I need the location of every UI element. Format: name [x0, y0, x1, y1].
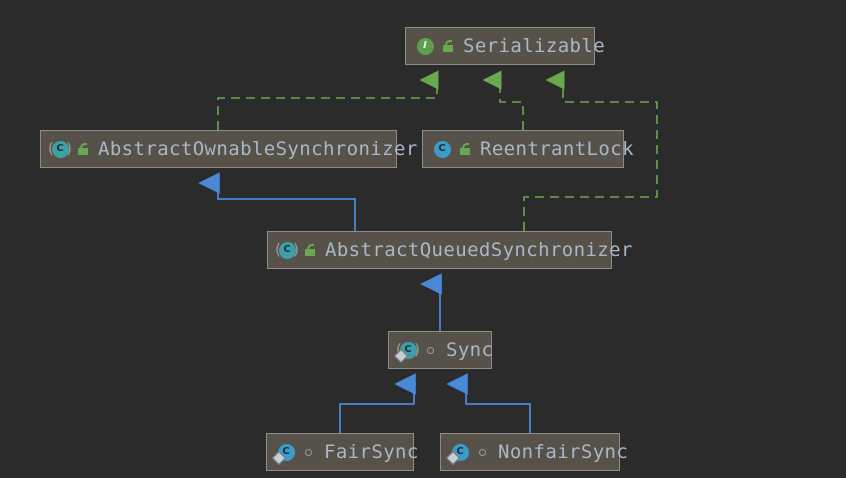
edge-reentrantlock-implements-serializable — [482, 70, 524, 130]
node-label: Serializable — [463, 34, 606, 57]
edge-aos-implements-serializable — [217, 70, 439, 130]
node-abstract-queued-synchronizer[interactable]: ( C ) AbstractQueuedSynchronizer — [267, 231, 632, 269]
abstract-class-icon: ( C ) — [48, 139, 72, 158]
node-label: AbstractQueuedSynchronizer — [325, 238, 633, 261]
node-label: ReentrantLock — [480, 137, 634, 160]
public-lock-icon — [74, 140, 91, 158]
node-abstract-ownable-synchronizer[interactable]: ( C ) AbstractOwnableSynchronizer — [40, 130, 417, 168]
package-private-icon — [474, 443, 491, 461]
inner-class-icon: C — [271, 442, 296, 466]
node-fair-sync[interactable]: C FairSync — [266, 433, 418, 471]
package-private-icon — [422, 341, 439, 359]
node-sync[interactable]: ( C ) Sync — [388, 331, 494, 369]
public-lock-icon — [301, 241, 318, 259]
node-nonfair-sync[interactable]: C NonfairSync — [440, 433, 628, 471]
package-private-icon — [300, 443, 317, 461]
inner-class-icon: C — [445, 442, 470, 466]
node-label: AbstractOwnableSynchronizer — [98, 137, 418, 160]
node-reentrant-lock[interactable]: C ReentrantLock — [422, 130, 634, 168]
edge-fairsync-extends-sync — [339, 373, 416, 433]
edge-aqs-extends-aos — [198, 172, 356, 231]
abstract-class-icon: ( C ) — [275, 240, 299, 259]
interface-icon: I — [415, 36, 435, 56]
node-label: FairSync — [324, 440, 419, 463]
node-serializable[interactable]: I Serializable — [405, 27, 605, 65]
node-label: Sync — [446, 338, 494, 361]
node-label: NonfairSync — [498, 440, 629, 463]
abstract-inner-class-icon: ( C ) — [393, 340, 420, 364]
edge-aqs-implements-serializable — [523, 70, 658, 231]
edge-nonfairsync-extends-sync — [446, 373, 531, 433]
public-lock-icon — [439, 37, 456, 55]
public-lock-icon — [456, 140, 473, 158]
class-icon: C — [432, 139, 452, 159]
